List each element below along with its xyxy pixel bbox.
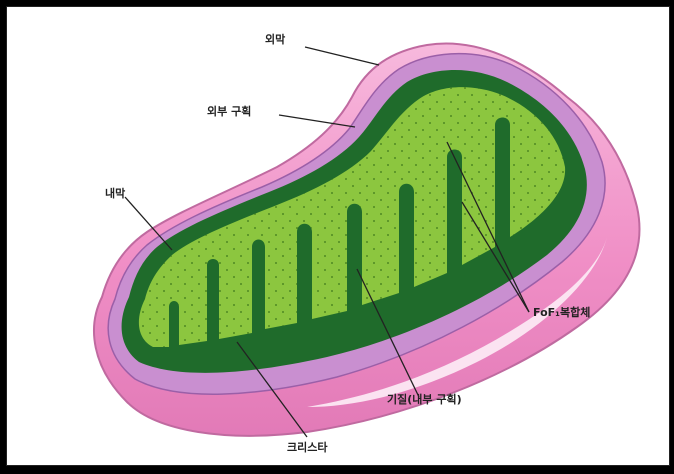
label-inner-membrane: 내막 <box>105 185 125 201</box>
label-intermembrane-space: 외부 구획 <box>207 103 251 119</box>
label-cristae: 크리스타 <box>287 439 327 455</box>
label-atp-synthase: FoF₁복합체 <box>533 304 590 320</box>
label-outer-membrane: 외막 <box>265 31 285 47</box>
leader-outer-membrane <box>305 47 379 65</box>
label-matrix: 기질(내부 구획) <box>387 391 462 407</box>
diagram-frame: 외막 외부 구획 내막 FoF₁복합체 기질(내부 구획) 크리스타 <box>6 6 670 466</box>
mitochondrion-diagram <box>7 7 669 465</box>
